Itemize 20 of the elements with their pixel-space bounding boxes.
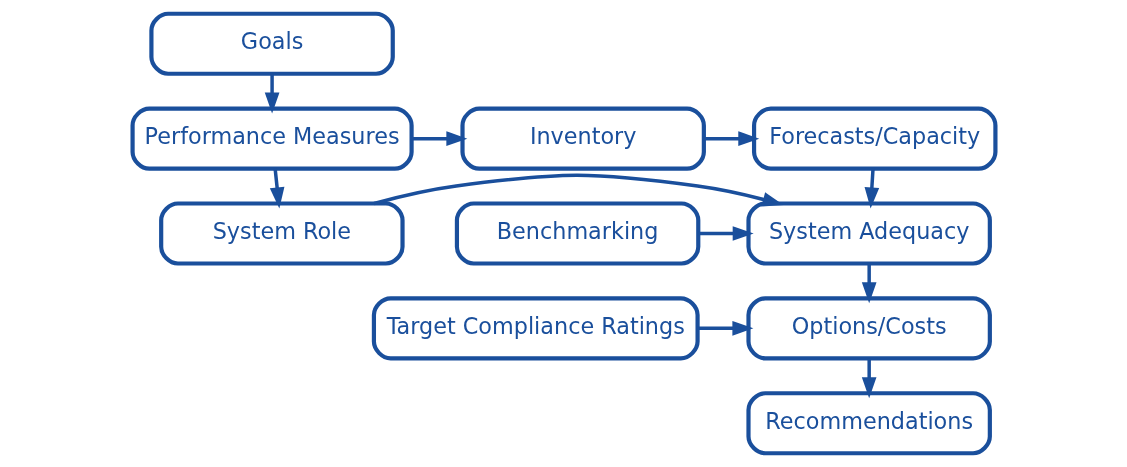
arrow [864,168,879,209]
arrow [269,168,284,209]
arrow [861,358,876,399]
arrow [411,131,467,146]
node-box: Inventory [459,106,706,171]
arrow [264,73,279,114]
node-box: Options/Costs [745,296,992,361]
node-box: Goals [148,11,395,76]
node-box: Target Compliance Ratings [371,296,700,361]
node-box: Performance Measures [130,106,414,171]
arrow [373,173,783,207]
arrow [861,263,876,304]
node-box: Recommendations [745,391,992,456]
node-box: System Role [158,201,405,266]
node-box: Forecasts/Capacity [751,106,997,171]
node-box: System Adequacy [745,201,992,266]
arrow [697,321,753,336]
arrow [703,131,759,146]
arrow [697,226,754,241]
node-box: Benchmarking [454,201,700,266]
